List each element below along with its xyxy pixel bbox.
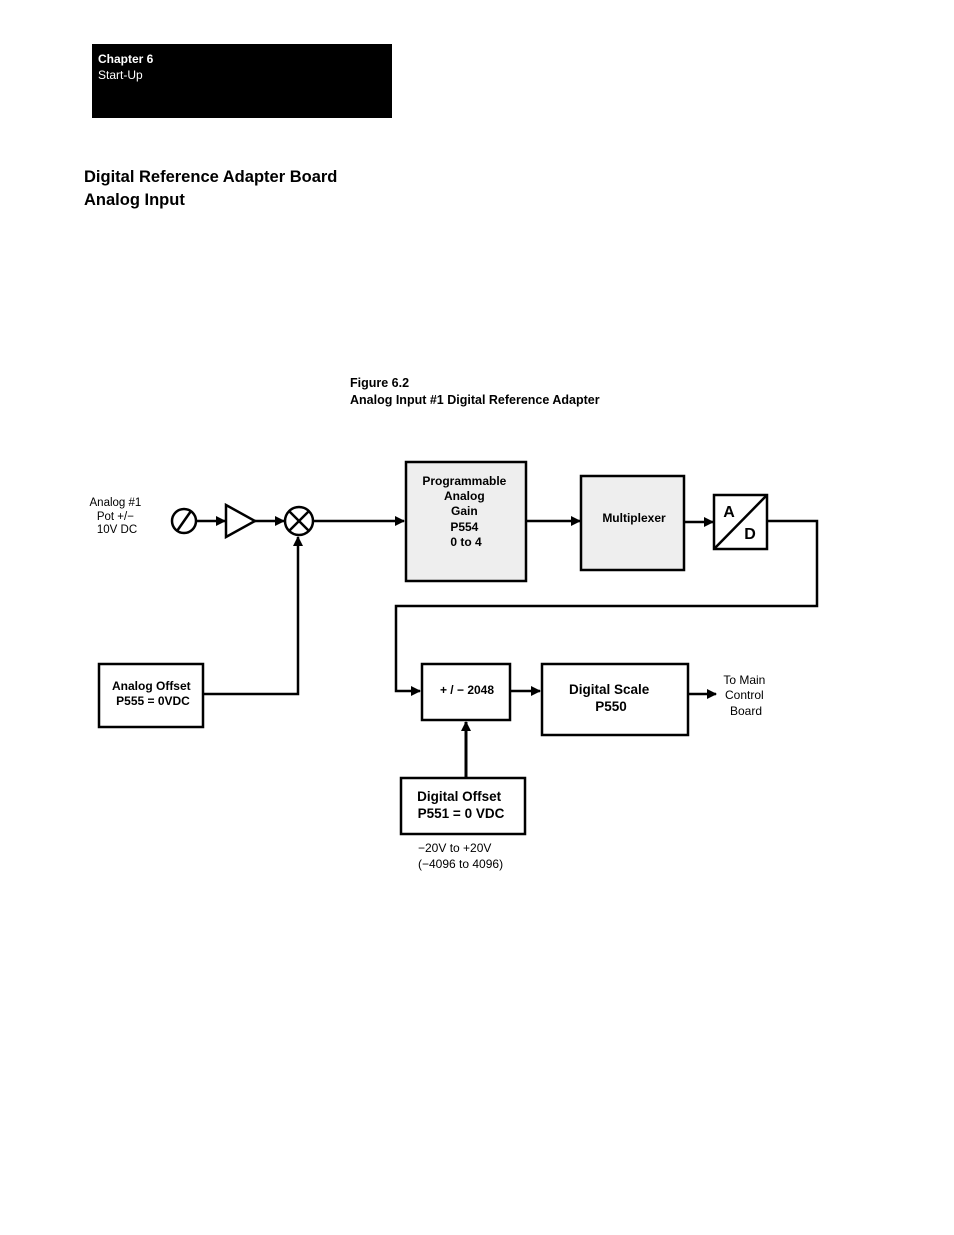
adder-label: + / − 2048 — [440, 683, 494, 697]
figure-title: Analog Input #1 Digital Reference Adapte… — [350, 392, 600, 407]
output-label: To Main Control Board — [723, 673, 768, 718]
digital-scale-label: Digital Scale P550 — [569, 682, 653, 714]
analog-offset-label: Analog Offset P555 = 0VDC — [112, 679, 194, 708]
digital-offset-label: Digital Offset P551 = 0 VDC — [417, 789, 505, 821]
input-label-line3: 10V DC — [97, 524, 137, 536]
wire-ad-to-adder — [394, 519, 819, 696]
chapter-number: Chapter 6 — [98, 52, 154, 66]
section-title: Digital Reference Adapter Board Analog I… — [84, 166, 337, 212]
section-title-line2: Analog Input — [84, 191, 185, 209]
chapter-subtitle: Start-Up — [98, 68, 143, 82]
ad-converter-a: A — [723, 504, 735, 521]
amplifier-icon — [224, 502, 258, 540]
summing-junction-icon — [283, 505, 315, 537]
gain-block-label: Programmable Analog Gain P554 0 to 4 — [422, 474, 509, 549]
multiplexer-block — [579, 474, 686, 572]
digital-scale-block — [540, 662, 690, 737]
potentiometer-icon — [170, 507, 198, 535]
figure-caption: Figure 6.2 Analog Input #1 Digital Refer… — [350, 375, 600, 408]
section-title-line1: Digital Reference Adapter Board — [84, 168, 338, 186]
digital-offset-block — [399, 776, 527, 836]
analog-offset-block — [97, 662, 205, 729]
wire-offset-to-sum — [203, 536, 303, 696]
ad-converter-d: D — [744, 526, 756, 543]
range-note: −20V to +20V (−4096 to 4096) — [418, 841, 503, 871]
ad-converter-block: A D — [712, 493, 769, 551]
input-label-line2: Pot +/− — [97, 511, 134, 523]
gain-block — [404, 460, 528, 583]
figure-number: Figure 6.2 — [350, 376, 410, 390]
chapter-header: Chapter 6 Start-Up — [92, 44, 392, 118]
input-label-line1: Analog #1 — [90, 497, 142, 509]
input-label: Analog #1 Pot +/− 10V DC — [90, 497, 145, 536]
multiplexer-label: Multiplexer — [602, 511, 666, 525]
